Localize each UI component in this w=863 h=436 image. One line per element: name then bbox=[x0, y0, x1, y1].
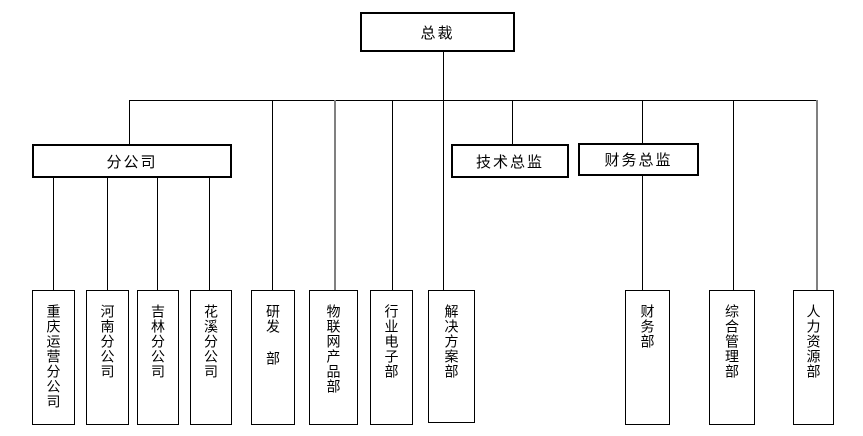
node-label: 分公司 bbox=[106, 153, 158, 171]
node-rd-dept: 研发 部 bbox=[251, 290, 295, 425]
node-label: 总裁 bbox=[420, 24, 455, 42]
connector-finance-dept bbox=[642, 176, 643, 290]
node-label: 解决方案部 bbox=[443, 304, 460, 379]
connector-iot-product-dept bbox=[334, 100, 336, 290]
connector-general-management-dept bbox=[733, 100, 734, 290]
node-general-management-dept: 综合管理部 bbox=[709, 290, 755, 425]
node-solutions-dept: 解决方案部 bbox=[428, 290, 475, 423]
connector-chongqing-branch bbox=[53, 178, 54, 290]
node-label: 行业电子部 bbox=[383, 304, 400, 379]
node-label: 财务部 bbox=[639, 304, 656, 349]
node-branch-company: 分公司 bbox=[32, 144, 232, 178]
node-hr-dept: 人力资源部 bbox=[793, 290, 834, 425]
connector-branch-company bbox=[129, 100, 130, 144]
connector-hr-dept bbox=[816, 100, 818, 290]
connector-industry-electronics-dept bbox=[392, 100, 393, 290]
connector-henan-branch bbox=[107, 178, 108, 290]
node-chongqing-branch: 重庆运营分公司 bbox=[32, 290, 75, 425]
node-label: 研发 部 bbox=[265, 304, 281, 366]
node-label: 物联网产品部 bbox=[325, 304, 342, 394]
connector-rd-dept bbox=[272, 100, 273, 290]
node-tech-director: 技术总监 bbox=[451, 144, 569, 178]
node-label: 技术总监 bbox=[475, 153, 544, 171]
connector-bus bbox=[129, 100, 818, 101]
node-label: 财务总监 bbox=[604, 152, 673, 169]
node-president: 总裁 bbox=[360, 12, 515, 52]
node-finance-director: 财务总监 bbox=[578, 143, 699, 176]
connector-huaxi-branch bbox=[209, 178, 210, 290]
node-label: 花溪分公司 bbox=[203, 304, 219, 379]
connector-jilin-branch bbox=[157, 178, 158, 290]
node-henan-branch: 河南分公司 bbox=[86, 290, 129, 425]
node-jilin-branch: 吉林分公司 bbox=[137, 290, 179, 425]
node-label: 河南分公司 bbox=[99, 304, 116, 379]
node-industry-electronics-dept: 行业电子部 bbox=[370, 290, 413, 425]
node-label: 人力资源部 bbox=[805, 304, 822, 379]
connector-finance-director bbox=[642, 100, 643, 143]
node-label: 综合管理部 bbox=[724, 304, 740, 379]
node-iot-product-dept: 物联网产品部 bbox=[309, 290, 358, 425]
node-finance-dept: 财务部 bbox=[625, 290, 670, 425]
connector-tech-director bbox=[512, 100, 513, 144]
connector-trunk-solutions bbox=[443, 52, 444, 290]
node-huaxi-branch: 花溪分公司 bbox=[190, 290, 232, 425]
node-label: 重庆运营分公司 bbox=[45, 304, 62, 409]
node-label: 吉林分公司 bbox=[150, 304, 166, 379]
